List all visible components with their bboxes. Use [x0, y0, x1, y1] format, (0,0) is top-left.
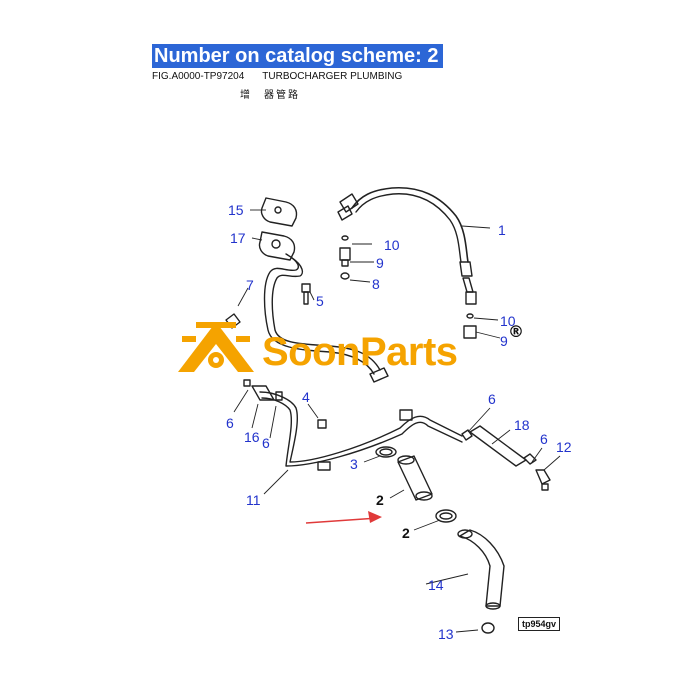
callout-4: 4	[302, 389, 310, 405]
part-fitting-12	[535, 469, 551, 491]
part-elbow-14	[457, 529, 505, 610]
callout-9a: 9	[376, 255, 384, 271]
part-flange-17	[258, 231, 296, 261]
part-hose-1	[337, 186, 477, 305]
callout-6c: 6	[488, 391, 496, 407]
callout-6d: 6	[540, 431, 548, 447]
drawing-code-label: tp954gv	[518, 617, 561, 631]
callout-17: 17	[230, 230, 246, 246]
part-adapter-16	[243, 379, 283, 401]
figure-title: TURBOCHARGER PLUMBING	[262, 71, 403, 82]
gear-and-chain-logo-icon	[178, 322, 254, 372]
part-tube-7	[263, 253, 389, 383]
part-oring-10a	[341, 235, 349, 241]
catalog-scheme-headline: Number on catalog scheme: 2	[152, 44, 443, 68]
callout-2b: 2	[402, 525, 410, 541]
brand-watermark-text: SoonParts	[262, 330, 458, 374]
callout-10a: 10	[384, 237, 400, 253]
red-pointer-arrow	[305, 511, 382, 524]
leader-lines	[233, 209, 561, 633]
callout-15: 15	[228, 202, 244, 218]
part-bolt-5	[301, 283, 311, 305]
part-hose-2	[397, 455, 433, 501]
callout-7: 7	[246, 277, 254, 293]
callout-2a: 2	[376, 492, 384, 508]
part-tube-11	[259, 391, 463, 471]
callout-11: 11	[246, 492, 261, 508]
figure-caption: FIG.A0000-TP97204 TURBOCHARGER PLUMBING	[152, 71, 402, 82]
callout-6a: 6	[226, 415, 234, 431]
figure-id: FIG.A0000-TP97204	[152, 71, 245, 82]
callout-1: 1	[498, 222, 506, 238]
part-gasket-15	[260, 197, 298, 227]
callout-10b: 10	[500, 313, 516, 329]
part-clamp-2	[435, 509, 457, 523]
callout-12: 12	[556, 439, 572, 455]
part-clamp-3	[375, 446, 397, 458]
part-connector-9b	[463, 325, 477, 339]
part-clamp-6d	[523, 453, 537, 465]
part-oring-10b	[466, 313, 474, 319]
callout-6b: 6	[262, 435, 270, 451]
callout-5: 5	[316, 293, 324, 309]
callout-8: 8	[372, 276, 380, 292]
callout-14: 14	[428, 577, 444, 593]
part-oring-8	[340, 272, 350, 280]
part-nut-4	[317, 419, 327, 429]
callout-3: 3	[350, 456, 358, 472]
part-connector-9a	[339, 247, 351, 267]
figure-title-cjk: 增 器管路	[240, 90, 300, 101]
callout-9b: 9	[500, 333, 508, 349]
callout-labels: 1 2 2 3 4 5 6 6 6 6 7 8 9 9 10 10 11 12 …	[226, 202, 572, 642]
callout-13: 13	[438, 626, 454, 642]
registered-mark: ®	[508, 322, 524, 341]
part-oring-13	[481, 622, 495, 634]
callout-18: 18	[514, 417, 530, 433]
callout-16: 16	[244, 429, 260, 445]
